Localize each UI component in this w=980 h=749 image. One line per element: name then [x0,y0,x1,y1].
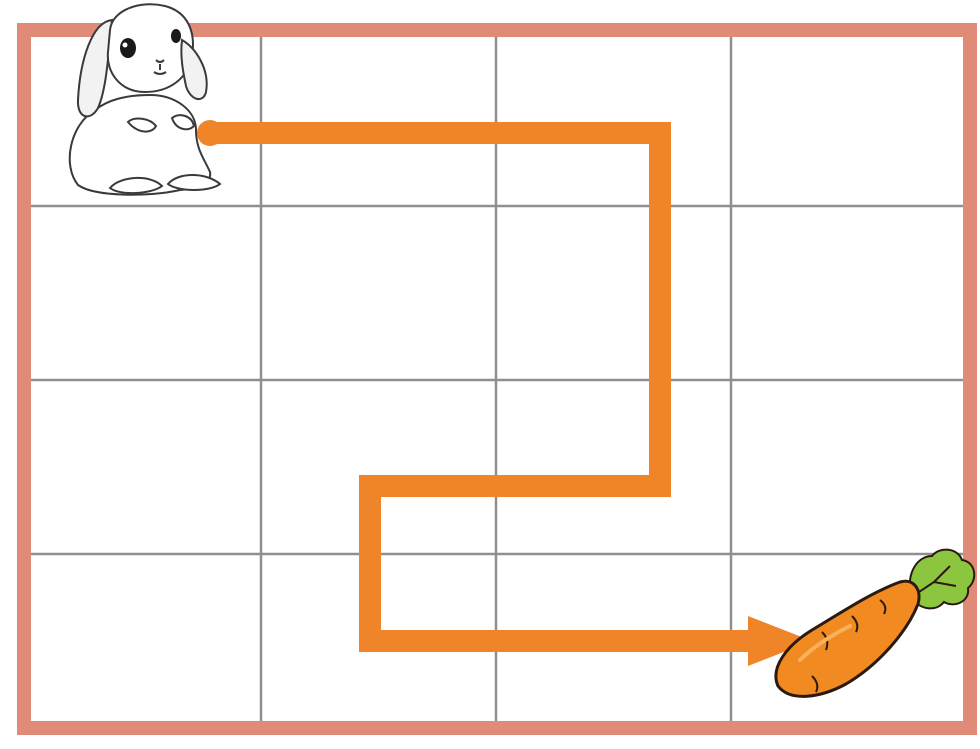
rabbit-eye-shine [123,43,128,48]
rabbit-eye-left [120,38,136,58]
rabbit-eye-right [171,29,181,43]
path-start-dot [197,120,223,146]
